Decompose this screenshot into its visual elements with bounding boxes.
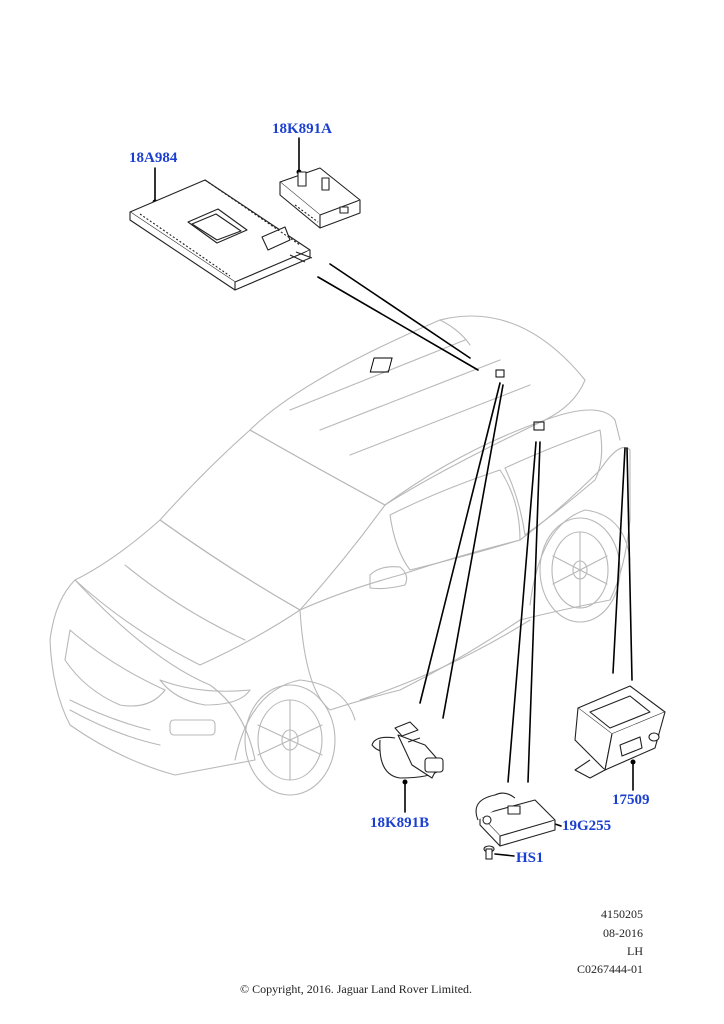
label-19g255[interactable]: 19G255 (562, 818, 612, 834)
label-17509[interactable]: 17509 (612, 792, 650, 808)
part-17509-module (574, 685, 666, 779)
diagram-code: 4150205 (601, 907, 643, 921)
part-18a984-module (129, 179, 313, 291)
vehicle-part-markers (369, 357, 545, 431)
leader-lines (154, 137, 634, 857)
diagram-side: LH (627, 944, 643, 958)
part-18k891b-harness (371, 721, 444, 779)
diagram-reference: C0267444-01 (577, 962, 643, 976)
vehicle-outline (49, 315, 631, 796)
diagram-date: 08-2016 (603, 926, 643, 940)
label-hs1[interactable]: HS1 (516, 850, 544, 866)
copyright-notice: © Copyright, 2016. Jaguar Land Rover Lim… (239, 982, 473, 996)
part-18k891a-module (279, 167, 361, 229)
part-19g255-module (475, 792, 556, 847)
part-hs1-screw (483, 845, 495, 860)
label-18k891b[interactable]: 18K891B (370, 815, 430, 831)
label-18k891a[interactable]: 18K891A (272, 121, 332, 137)
label-18a984[interactable]: 18A984 (129, 150, 178, 166)
